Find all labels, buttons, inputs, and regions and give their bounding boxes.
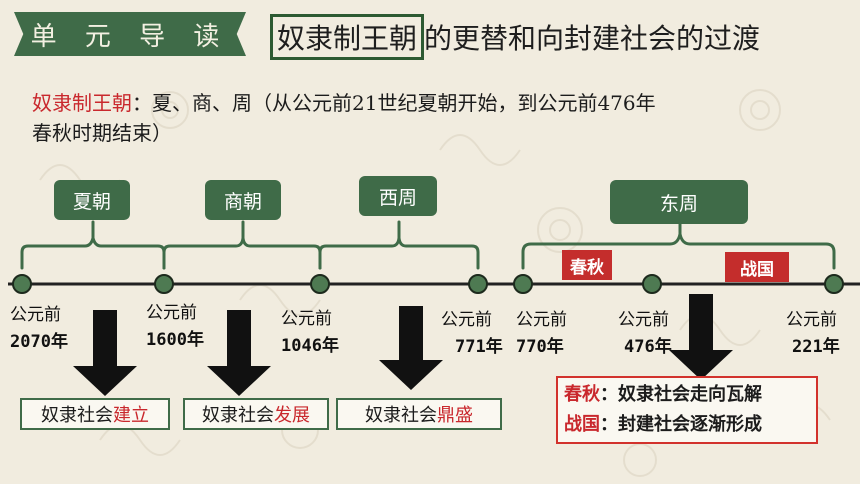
timeline-node — [513, 274, 533, 294]
down-arrow — [207, 310, 271, 396]
title-rest: 的更替和向封建社会的过渡 — [424, 22, 761, 55]
timeline-node — [824, 274, 844, 294]
down-arrow — [73, 310, 137, 396]
down-arrow — [379, 306, 443, 390]
summary-box: 春秋：奴隶社会走向瓦解 战国：封建社会逐渐形成 — [556, 376, 818, 444]
dynasty-shang: 商朝 — [205, 180, 281, 220]
timeline-node — [468, 274, 488, 294]
timeline-node — [642, 274, 662, 294]
result-box: 奴隶社会建立 — [20, 398, 170, 430]
timeline-node — [12, 274, 32, 294]
summary-line: 战国：封建社会逐渐形成 — [564, 414, 762, 435]
title-boxed-term: 奴隶制王朝 — [270, 14, 425, 60]
page-title: 奴隶制王朝 的更替和向封建社会的过渡 — [270, 14, 760, 60]
intro-text-line1: ：夏、商、周（从公元前21世纪夏朝开始，到公元前476年 — [132, 91, 656, 115]
down-arrow — [669, 294, 733, 380]
brace-shang — [162, 236, 322, 270]
result-box: 奴隶社会发展 — [183, 398, 329, 430]
intro-term: 奴隶制王朝 — [32, 91, 132, 115]
unit-badge: 单 元 导 读 — [14, 12, 246, 56]
timeline-node — [154, 274, 174, 294]
period-zhanguo: 战国 — [725, 252, 789, 282]
dynasty-dongzhou: 东周 — [610, 180, 748, 224]
brace-xizhou — [318, 236, 480, 270]
dynasty-xizhou: 西周 — [359, 176, 437, 216]
timeline-node — [310, 274, 330, 294]
summary-line: 春秋：奴隶社会走向瓦解 — [564, 384, 762, 405]
result-box: 奴隶社会鼎盛 — [336, 398, 502, 430]
period-chunqiu: 春秋 — [562, 250, 612, 280]
intro-text-line2: 春秋时期结束） — [32, 121, 172, 145]
intro-paragraph: 奴隶制王朝：夏、商、周（从公元前21世纪夏朝开始，到公元前476年 春秋时期结束… — [32, 88, 832, 148]
dynasty-xia: 夏朝 — [54, 180, 130, 220]
brace-xia — [20, 236, 166, 270]
